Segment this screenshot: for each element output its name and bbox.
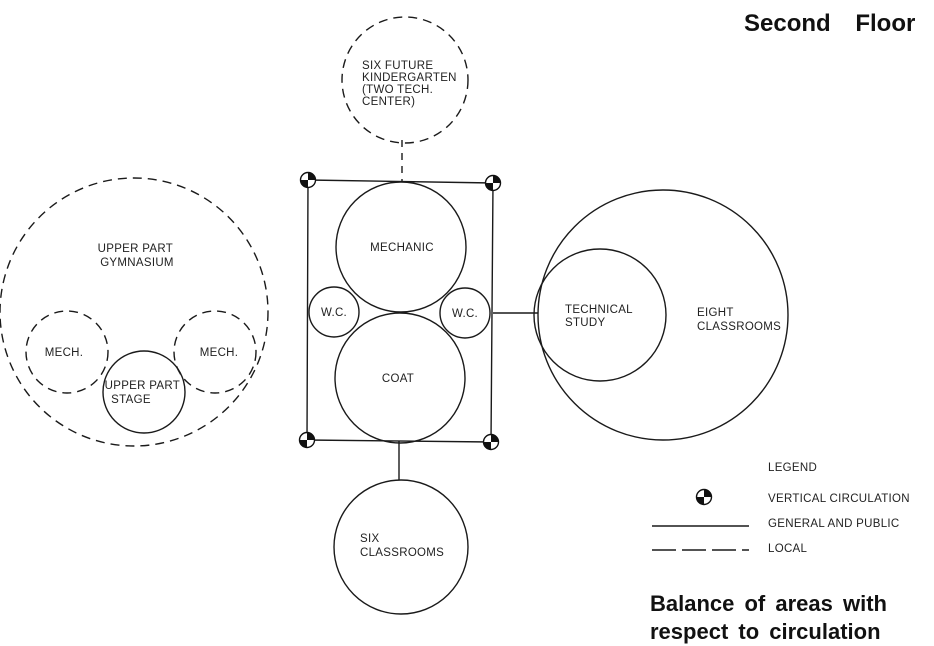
coat-circle: [334, 312, 466, 444]
floor-title: Second Floor: [744, 10, 916, 37]
label-gymnasium: UPPER PART GYMNASIUM: [98, 243, 177, 269]
legend-local: LOCAL: [768, 543, 808, 555]
label-wc-left: W.C.: [321, 307, 347, 319]
mechanic-circle: [335, 181, 467, 313]
label-technical-study: TECHNICAL STUDY: [565, 304, 636, 329]
legend-title: LEGEND: [768, 462, 817, 474]
gymnasium-circle: [0, 177, 269, 447]
label-eight-classrooms: EIGHT CLASSROOMS: [697, 307, 781, 333]
label-stage: UPPER PART STAGE: [105, 380, 184, 406]
wc-right-circle: [439, 287, 491, 339]
label-wc-right: W.C.: [452, 308, 478, 320]
six-classrooms-circle: [333, 479, 469, 615]
label-mech-left: MECH.: [45, 347, 84, 359]
label-kindergarten: SIX FUTURE KINDERGARTEN (TWO TECH. CENTE…: [362, 60, 460, 108]
label-mechanic: MECHANIC: [370, 242, 434, 254]
stair-marker-ne: [484, 174, 502, 192]
wc-left-circle: [308, 286, 360, 338]
legend-stair-marker: [695, 488, 713, 506]
mech-right-circle: [173, 310, 257, 394]
technical-study-circle: [533, 248, 667, 382]
label-mech-right: MECH.: [200, 347, 239, 359]
stair-marker-sw: [298, 431, 316, 449]
eight-classrooms-circle: [537, 189, 789, 441]
stage-circle: [102, 350, 186, 434]
label-coat: COAT: [382, 373, 414, 385]
diagram-caption: Balance of areas with respect to circula…: [650, 591, 887, 644]
mech-left-circle: [25, 310, 109, 394]
legend-general-public: GENERAL AND PUBLIC: [768, 518, 900, 530]
stair-marker-se: [482, 433, 500, 451]
label-six-classrooms: SIX CLASSROOMS: [360, 533, 444, 559]
vertical-circulation-markers: [298, 171, 713, 506]
kindergarten-circle: [341, 16, 469, 144]
legend-vertical-circulation: VERTICAL CIRCULATION: [768, 493, 910, 505]
stair-marker-nw: [299, 171, 317, 189]
